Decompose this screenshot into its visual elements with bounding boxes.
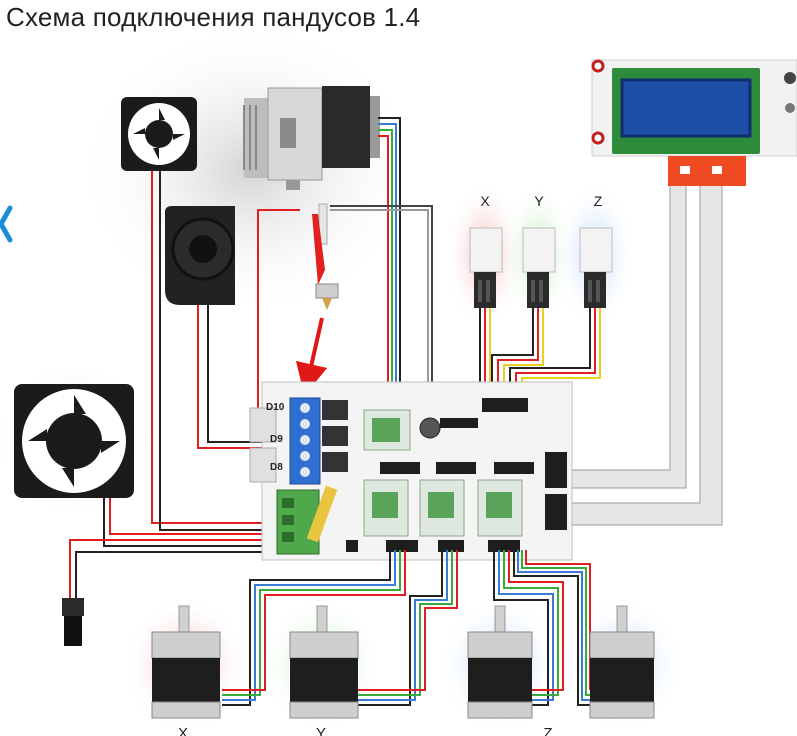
ramps-board: [249, 381, 573, 561]
hotend-icon: [312, 203, 339, 310]
power-jack-icon: [62, 598, 84, 646]
hotend-fan-icon: [121, 97, 197, 171]
motor-x-icon: [151, 605, 221, 719]
motor-x-label: X: [178, 725, 188, 736]
motor-y-label: Y: [316, 725, 326, 736]
motor-y-icon: [289, 605, 359, 719]
mosfet-d8-label: D8: [270, 462, 283, 473]
endstop-y-label: Y: [534, 193, 544, 209]
endstop-x-icon: [469, 227, 503, 308]
endstop-z-label: Z: [594, 193, 603, 209]
red-arrow: [295, 317, 328, 396]
endstop-z-icon: [579, 227, 613, 308]
motor-wires: [222, 550, 591, 706]
mosfet-d9-label: D9: [270, 434, 283, 445]
endstop-y-icon: [522, 227, 556, 308]
chevron-left-icon[interactable]: [0, 205, 13, 243]
cooling-fan-icon: [14, 384, 134, 498]
motor-z2-icon: [589, 605, 655, 719]
motor-z-label: Z: [543, 725, 552, 736]
endstop-x-label: X: [480, 193, 490, 209]
mosfet-d10-label: D10: [266, 402, 285, 413]
blower-fan-icon: [165, 206, 235, 305]
lcd-display: [591, 59, 797, 186]
extruder-icon: [243, 86, 380, 190]
motor-z1-icon: [467, 605, 533, 719]
